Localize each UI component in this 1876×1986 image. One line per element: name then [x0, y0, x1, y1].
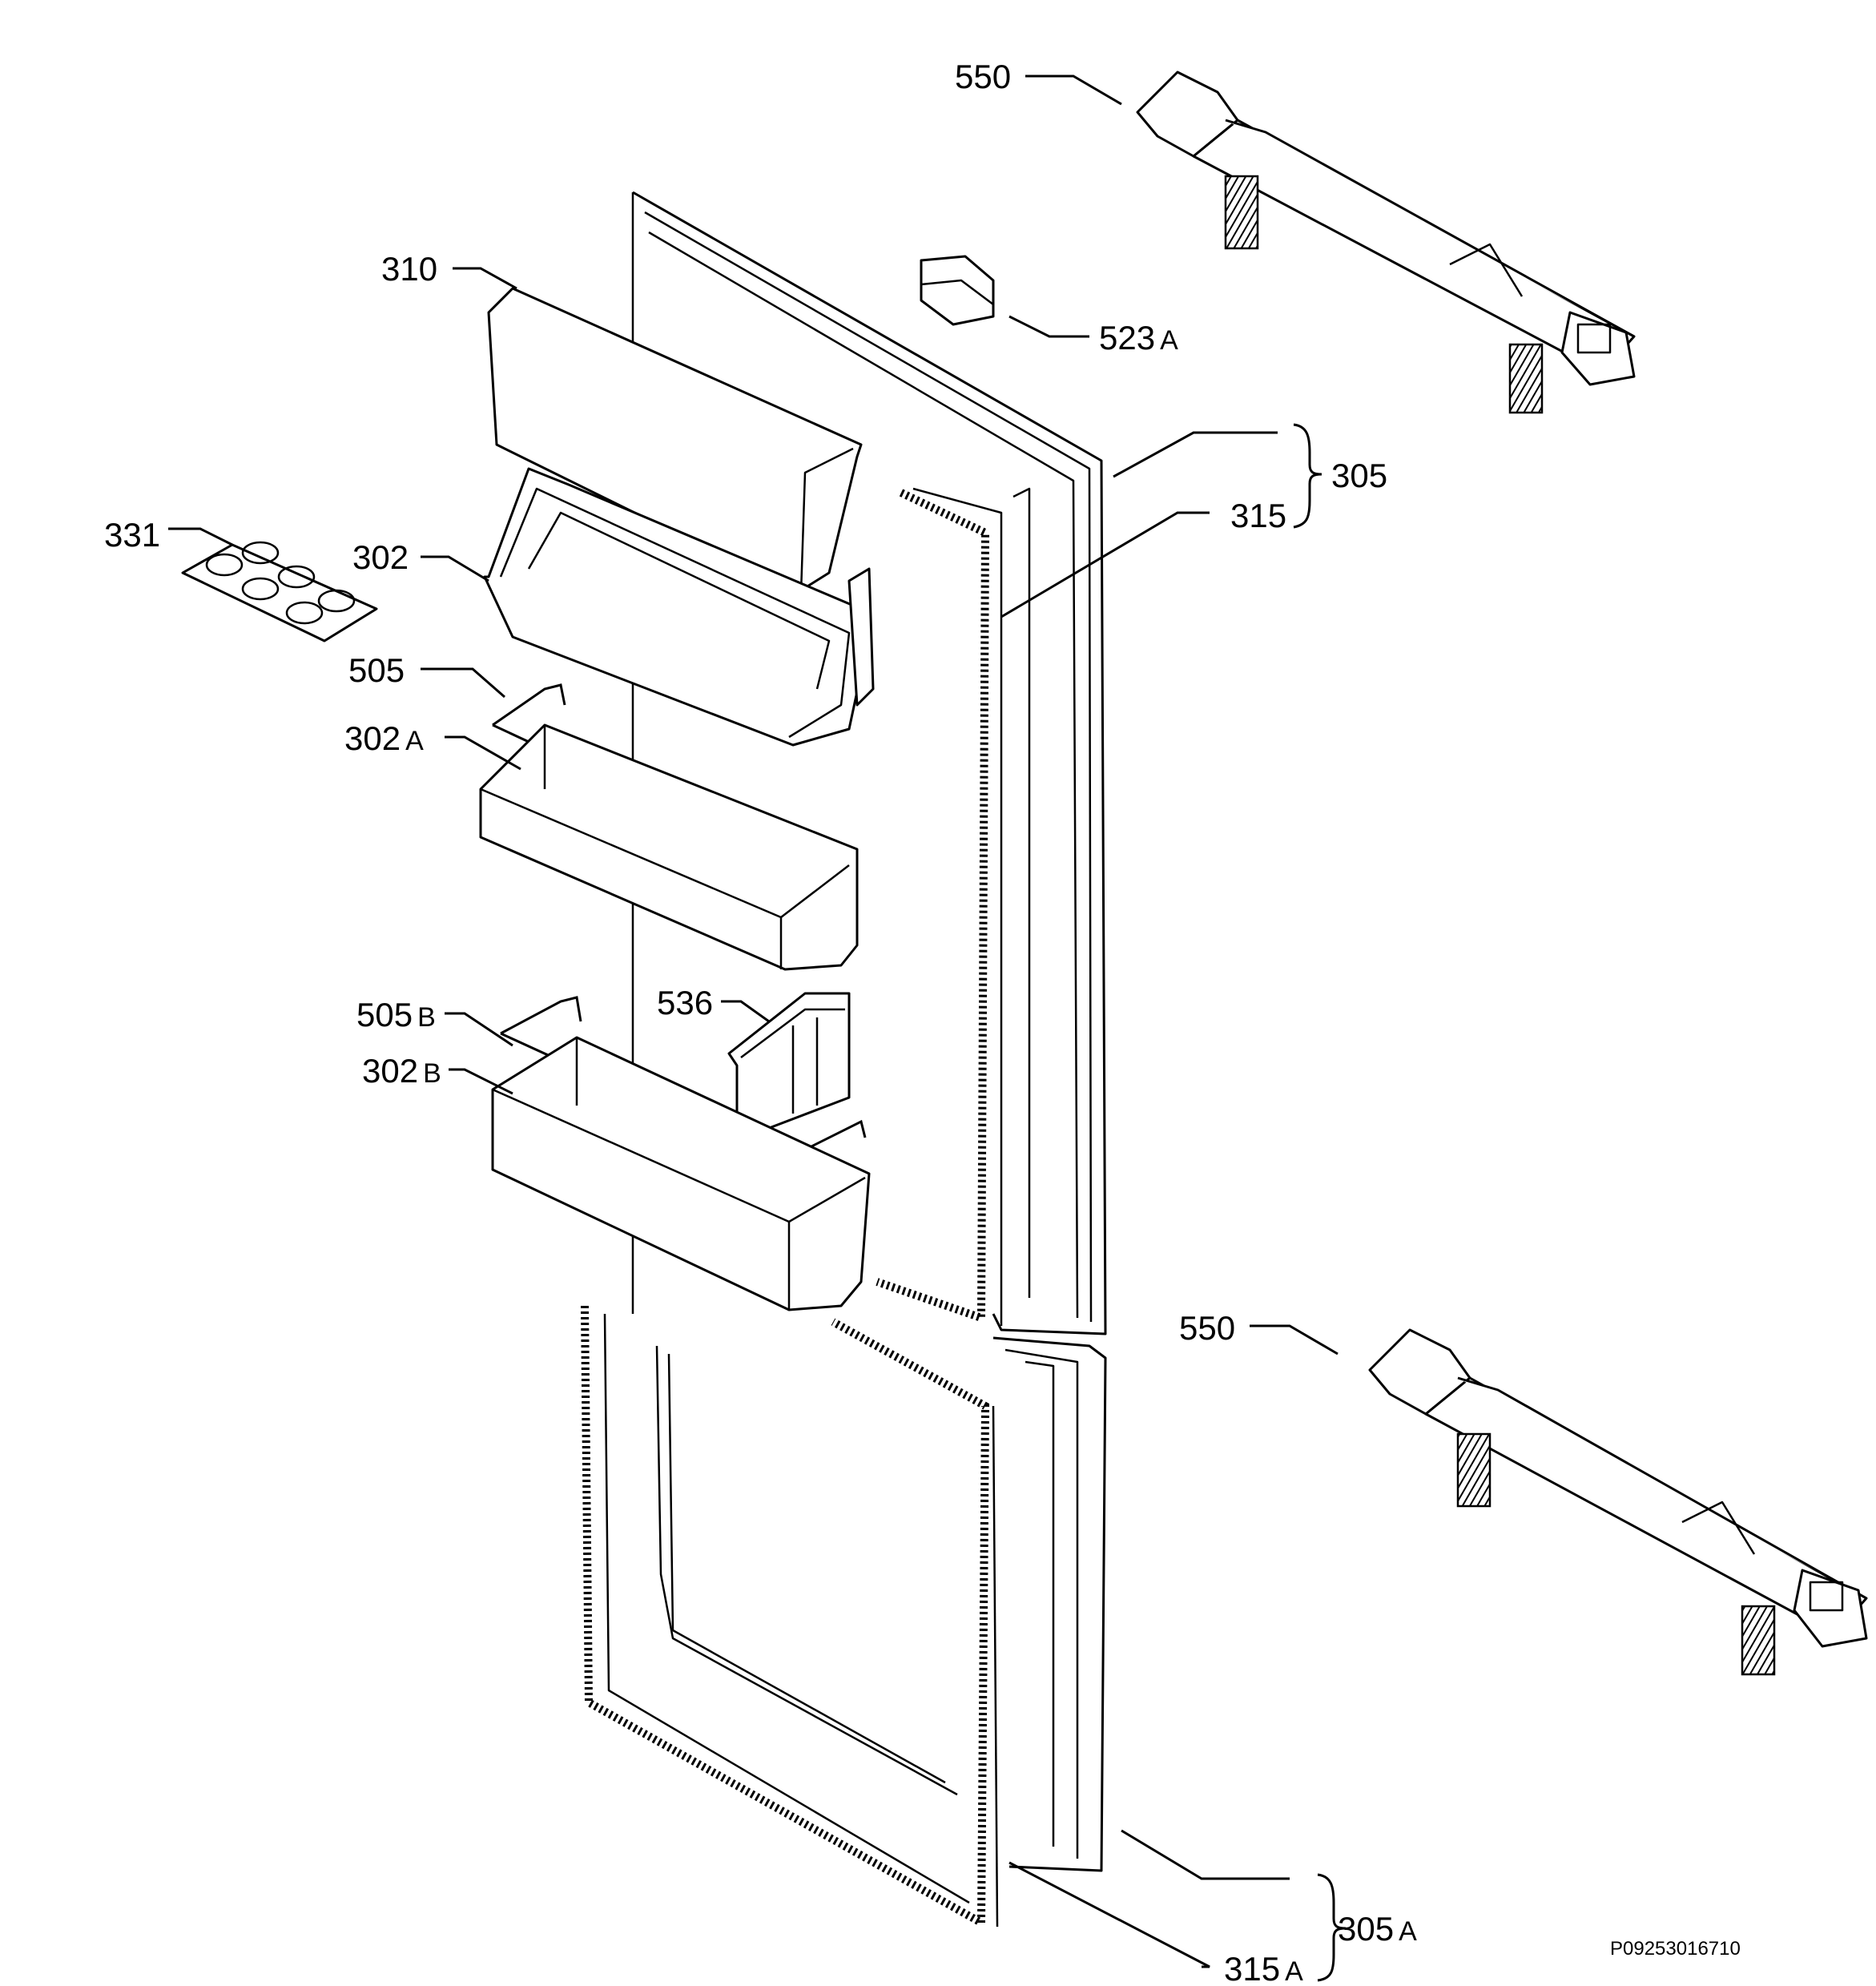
brace-305a	[1317, 1873, 1347, 1982]
dairy-compartment-lid	[487, 287, 863, 594]
callout-331: 331	[104, 516, 160, 554]
callout-315: 315	[1230, 497, 1286, 534]
drawing-code: P09253016710	[1610, 1938, 1741, 1960]
bottle-divider	[727, 992, 851, 1131]
small-clip-part	[920, 255, 995, 326]
hinge-cover-bar-lower	[1368, 1328, 1868, 1676]
callout-505: 505	[348, 651, 405, 689]
leader-lines	[168, 75, 1339, 1968]
callout-302: 302	[352, 538, 409, 576]
callout-550-upper: 550	[955, 58, 1011, 95]
door-shelf-lower	[491, 1036, 871, 1311]
egg-tray	[181, 541, 378, 643]
door-shelf-upper	[479, 723, 859, 971]
brace-305	[1293, 423, 1322, 529]
hinge-cover-bar-upper	[1136, 70, 1636, 414]
callout-536: 536	[657, 984, 713, 1021]
callout-310: 310	[381, 250, 437, 288]
callout-550-lower: 550	[1179, 1309, 1235, 1347]
lower-door-frame	[581, 1305, 1107, 1930]
dairy-compartment	[483, 467, 875, 747]
callout-305: 305	[1331, 457, 1387, 494]
